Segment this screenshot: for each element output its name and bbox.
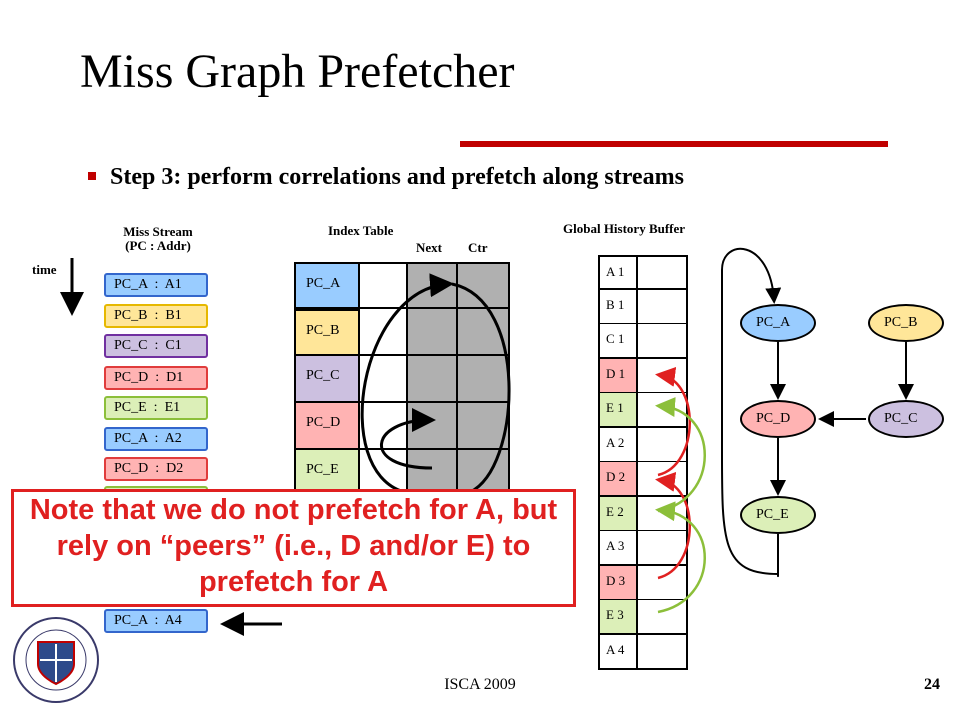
miss-entry: PC_D : D1 (104, 366, 208, 390)
ghb-entry: E 2 (598, 496, 638, 532)
ghb-entry: A 4 (598, 634, 638, 670)
ghb-entry: B 1 (598, 289, 638, 325)
graph-node-pc-d: PC_D (740, 400, 816, 438)
ghb-link-red-arrow-icon (655, 471, 691, 580)
university-crest-icon (13, 617, 99, 703)
ghb-pointer-cell (638, 427, 688, 463)
graph-loop-arrow-icon (720, 247, 782, 575)
note-box (11, 489, 576, 607)
ghb-entry: A 2 (598, 427, 638, 463)
ghb-entry: D 2 (598, 462, 638, 497)
miss-stream-header-line2: (PC : Addr) (125, 238, 191, 253)
miss-entry: PC_B : B1 (104, 304, 208, 328)
index-next-cell (360, 262, 408, 309)
miss-entry: PC_A : A2 (104, 427, 208, 451)
index-table-next-header: Next (416, 240, 442, 255)
ghb-entry: A 1 (598, 255, 638, 290)
index-ctr-cell (458, 262, 510, 309)
ghb-link-green-arrow-icon (655, 501, 706, 614)
graph-node-pc-b: PC_B (868, 304, 944, 342)
index-next2-cell (408, 356, 458, 403)
ghb-link-green-arrow-icon (655, 397, 706, 513)
index-table-ctr-header: Ctr (468, 240, 488, 255)
ghb-entry: D 3 (598, 565, 638, 601)
index-next-cell (360, 356, 408, 403)
index-row-label: PC_D (294, 403, 360, 450)
ghb-entry: E 3 (598, 600, 638, 635)
index-row-label: PC_E (294, 450, 360, 492)
time-label: time (32, 262, 57, 277)
bullet-marker-icon (88, 172, 96, 180)
miss-stream-header-line1: Miss Stream (123, 224, 193, 239)
index-row-label: PC_C (294, 356, 360, 403)
ghb-pointer-cell (638, 565, 688, 601)
miss-entry: PC_A : A4 (104, 609, 208, 633)
page-number: 24 (924, 676, 940, 693)
ghb-entry: C 1 (598, 324, 638, 359)
miss-entry: PC_E : E1 (104, 396, 208, 420)
graph-node-pc-a: PC_A (740, 304, 816, 342)
ghb-entry: A 3 (598, 531, 638, 566)
note-text: Note that we do not prefetch for A, but … (29, 494, 558, 598)
ghb-pointer-cell (638, 255, 688, 290)
ghb-link-red-arrow-icon (655, 366, 691, 477)
ghb-header: Global History Buffer (563, 221, 686, 236)
ghb-pointer-cell (638, 600, 688, 635)
graph-node-pc-c: PC_C (868, 400, 944, 438)
index-next2-cell (408, 309, 458, 356)
index-link-arrow-icon (360, 273, 454, 494)
ghb-pointer-cell (638, 634, 688, 670)
footer-conference: ISCA 2009 (444, 676, 516, 693)
index-ctr-cell (458, 450, 510, 492)
ghb-entry: D 1 (598, 358, 638, 394)
index-link-arrow-icon (380, 408, 436, 470)
ghb-entry: E 1 (598, 393, 638, 428)
miss-entry: PC_D : D2 (104, 457, 208, 481)
index-next2-cell (408, 450, 458, 492)
ghb-pointer-cell (638, 324, 688, 359)
slide-title: Miss Graph Prefetcher (80, 45, 515, 98)
miss-entry: PC_A : A1 (104, 273, 208, 297)
index-row-label: PC_A (294, 262, 360, 309)
bullet-text: Step 3: perform correlations and prefetc… (110, 164, 684, 190)
index-row-label: PC_B (294, 309, 360, 356)
index-table-header: Index Table (328, 223, 394, 238)
miss-stream-header: Miss Stream (PC : Addr) (100, 225, 216, 253)
ghb-pointer-cell (638, 289, 688, 325)
miss-entry: PC_C : C1 (104, 334, 208, 358)
index-ctr-cell (458, 356, 510, 403)
graph-node-pc-e: PC_E (740, 496, 816, 534)
index-link-arrow-icon (451, 282, 511, 494)
title-rule (460, 141, 888, 147)
